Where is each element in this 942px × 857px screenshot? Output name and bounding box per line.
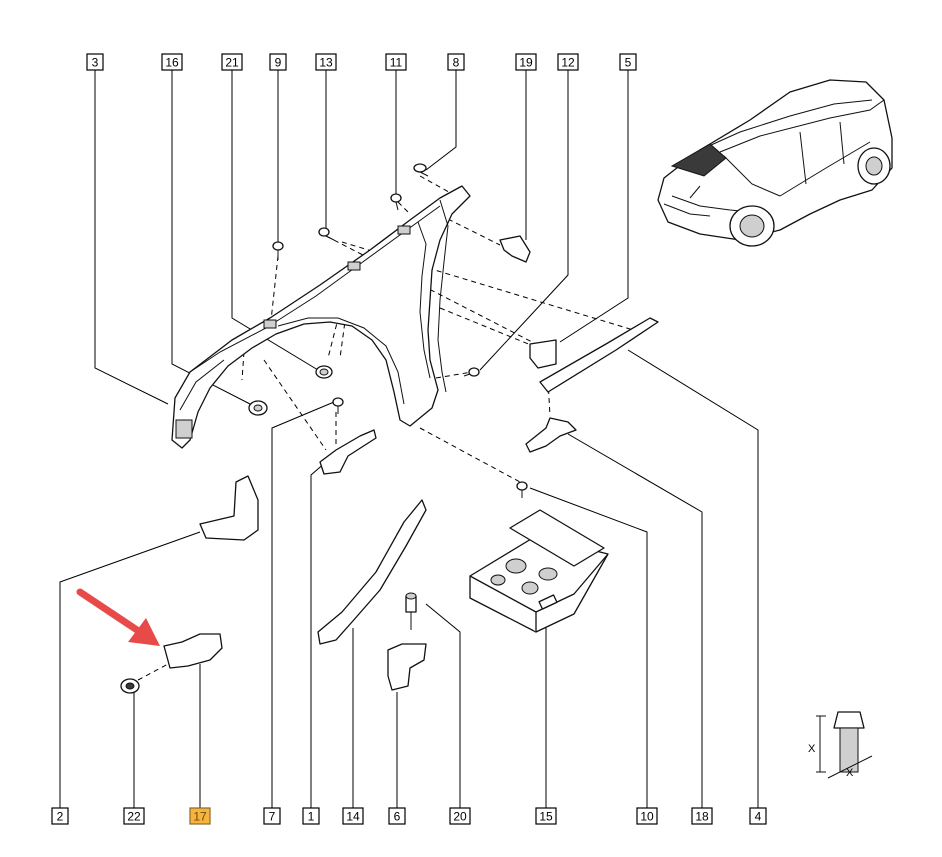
label-2: 2: [51, 807, 69, 825]
screw-11-icon: [390, 193, 402, 211]
label-text: 13: [319, 56, 333, 70]
screw-13-icon: [318, 227, 335, 241]
label-17: 17: [189, 807, 211, 825]
screw-12-icon: [463, 367, 480, 377]
label-text: 17: [193, 810, 207, 824]
label-12: 12: [557, 53, 579, 71]
label-text: 22: [127, 810, 141, 824]
bracket-1-icon: [319, 429, 377, 475]
dimension-x-bottom: X: [846, 767, 854, 779]
label-16: 16: [161, 53, 183, 71]
label-box: [189, 807, 211, 825]
label-box: [302, 807, 320, 825]
label-box: [161, 53, 183, 71]
label-box: [515, 53, 537, 71]
label-text: 8: [453, 56, 460, 70]
label-box: [619, 53, 637, 71]
label-box: [449, 807, 471, 825]
label-text: 20: [453, 810, 467, 824]
fender-panel: [171, 185, 471, 449]
label-text: 5: [625, 56, 632, 70]
brackets: [163, 235, 659, 691]
label-box: [749, 807, 767, 825]
label-text: 14: [346, 810, 360, 824]
label-box: [86, 53, 104, 71]
label-3: 3: [86, 53, 104, 71]
label-box: [315, 53, 337, 71]
label-box: [691, 807, 713, 825]
label-box: [221, 53, 243, 71]
screw-7-icon: [332, 397, 344, 414]
label-text: 10: [640, 810, 654, 824]
label-14: 14: [342, 807, 364, 825]
label-box: [385, 53, 407, 71]
label-box: [269, 53, 287, 71]
label-9: 9: [269, 53, 287, 71]
bracket-6-icon: [387, 643, 427, 691]
label-text: 3: [92, 56, 99, 70]
label-text: 12: [561, 56, 575, 70]
fasteners: [120, 163, 528, 694]
nut-22-icon: [120, 678, 140, 694]
label-text: 6: [394, 810, 401, 824]
label-text: 16: [165, 56, 179, 70]
screw-9-icon: [272, 241, 284, 260]
label-box: [123, 807, 145, 825]
label-4: 4: [749, 807, 767, 825]
label-text: 9: [275, 56, 282, 70]
label-text: 11: [390, 56, 403, 70]
rail-4-icon: [539, 317, 659, 393]
label-text: 18: [695, 810, 709, 824]
label-20: 20: [449, 807, 471, 825]
label-8: 8: [447, 53, 465, 71]
label-15: 15: [535, 807, 557, 825]
label-21: 21: [221, 53, 243, 71]
bracket-18-icon: [525, 417, 577, 453]
clip-21-icon: [315, 365, 333, 379]
label-box: [388, 807, 406, 825]
label-10: 10: [636, 807, 658, 825]
label-box: [447, 53, 465, 71]
label-box: [636, 807, 658, 825]
label-text: 7: [269, 810, 276, 824]
bracket-19-icon: [499, 235, 531, 263]
bracket-17-icon: [163, 633, 223, 669]
bracket-5-icon: [529, 339, 557, 369]
dimension-x-top: X: [808, 743, 816, 755]
car-illustration: [657, 79, 893, 247]
screw-10-icon: [516, 481, 528, 498]
label-22: 22: [123, 807, 145, 825]
clip-16-icon: [248, 400, 268, 416]
label-text: 21: [225, 56, 239, 70]
label-text: 15: [539, 810, 553, 824]
pin-20-icon: [405, 592, 417, 630]
label-18: 18: [691, 807, 713, 825]
label-5: 5: [619, 53, 637, 71]
label-7: 7: [263, 807, 281, 825]
bracket-14-icon: [317, 499, 427, 645]
screw-8-icon: [413, 163, 429, 177]
fastener-kit-box-15: [469, 509, 609, 633]
label-11: 11: [385, 53, 407, 71]
label-text: 2: [57, 810, 64, 824]
label-box: [263, 807, 281, 825]
bolt-dimension-figure: X X: [808, 711, 873, 779]
highlight-arrow: [76, 588, 160, 646]
label-text: 4: [755, 810, 762, 824]
label-19: 19: [515, 53, 537, 71]
label-box: [342, 807, 364, 825]
label-box: [557, 53, 579, 71]
label-text: 1: [308, 810, 315, 824]
label-1: 1: [302, 807, 320, 825]
label-text: 19: [519, 56, 533, 70]
label-6: 6: [388, 807, 406, 825]
bracket-2-icon: [199, 475, 259, 541]
leader-lines: [59, 70, 759, 808]
label-box: [535, 807, 557, 825]
label-13: 13: [315, 53, 337, 71]
label-box: [51, 807, 69, 825]
